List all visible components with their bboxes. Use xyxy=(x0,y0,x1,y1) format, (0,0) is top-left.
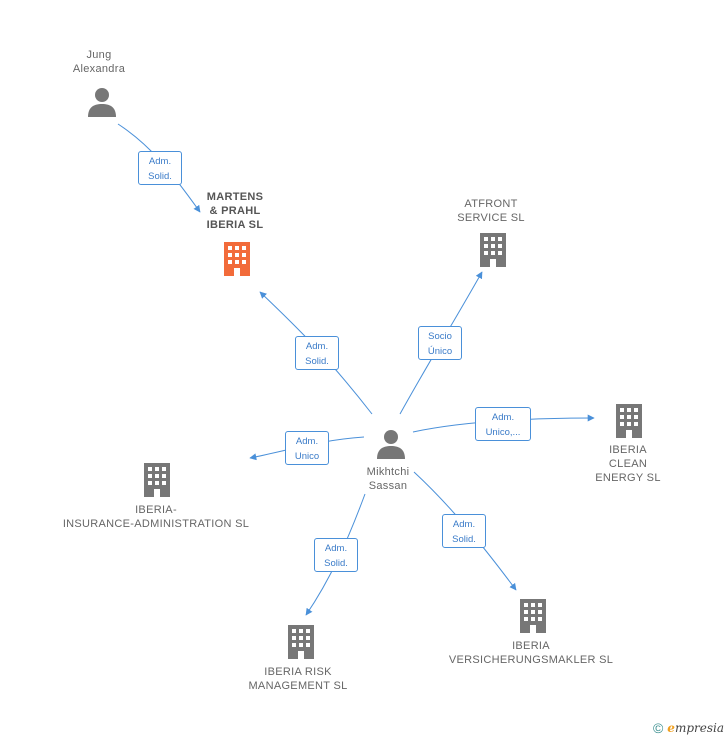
node-label-insurance: IBERIA- INSURANCE-ADMINISTRATION SL xyxy=(62,504,250,530)
person-icon[interactable] xyxy=(86,86,118,118)
edge-label-mik-clean[interactable]: Adm. Unico,... xyxy=(475,407,531,441)
node-label-atfront: ATFRONT SERVICE SL xyxy=(457,198,525,224)
edge-label-mik-atfront[interactable]: Socio Único xyxy=(418,326,462,360)
edge-label-mik-vers[interactable]: Adm. Solid. xyxy=(442,514,486,548)
copyright-icon: © xyxy=(652,720,664,736)
edge-label-mik-insurance[interactable]: Adm. Unico xyxy=(285,431,329,465)
building-icon[interactable] xyxy=(141,463,173,497)
brand-logo: empresia xyxy=(667,721,724,735)
building-icon[interactable] xyxy=(613,404,645,438)
node-label-vers: IBERIA VERSICHERUNGSMAKLER SL xyxy=(448,640,614,666)
node-label-risk: IBERIA RISK MANAGEMENT SL xyxy=(248,666,348,692)
edge-label-jung-martens[interactable]: Adm. Solid. xyxy=(138,151,182,185)
building-icon[interactable] xyxy=(285,625,317,659)
node-label-jung: Jung Alexandra xyxy=(72,49,126,75)
edge-label-mik-risk[interactable]: Adm. Solid. xyxy=(314,538,358,572)
node-label-mikhtchi: Mikhtchi Sassan xyxy=(366,466,410,492)
footer-brand: © empresia xyxy=(653,720,724,736)
person-icon[interactable] xyxy=(375,428,407,460)
node-label-martens: MARTENS & PRAHL IBERIA SL xyxy=(206,191,264,231)
building-icon[interactable] xyxy=(517,599,549,633)
building-icon[interactable] xyxy=(477,233,509,267)
node-label-clean: IBERIA CLEAN ENERGY SL xyxy=(595,444,661,484)
edge-label-mik-martens[interactable]: Adm. Solid. xyxy=(295,336,339,370)
building-icon-highlight[interactable] xyxy=(221,242,253,276)
